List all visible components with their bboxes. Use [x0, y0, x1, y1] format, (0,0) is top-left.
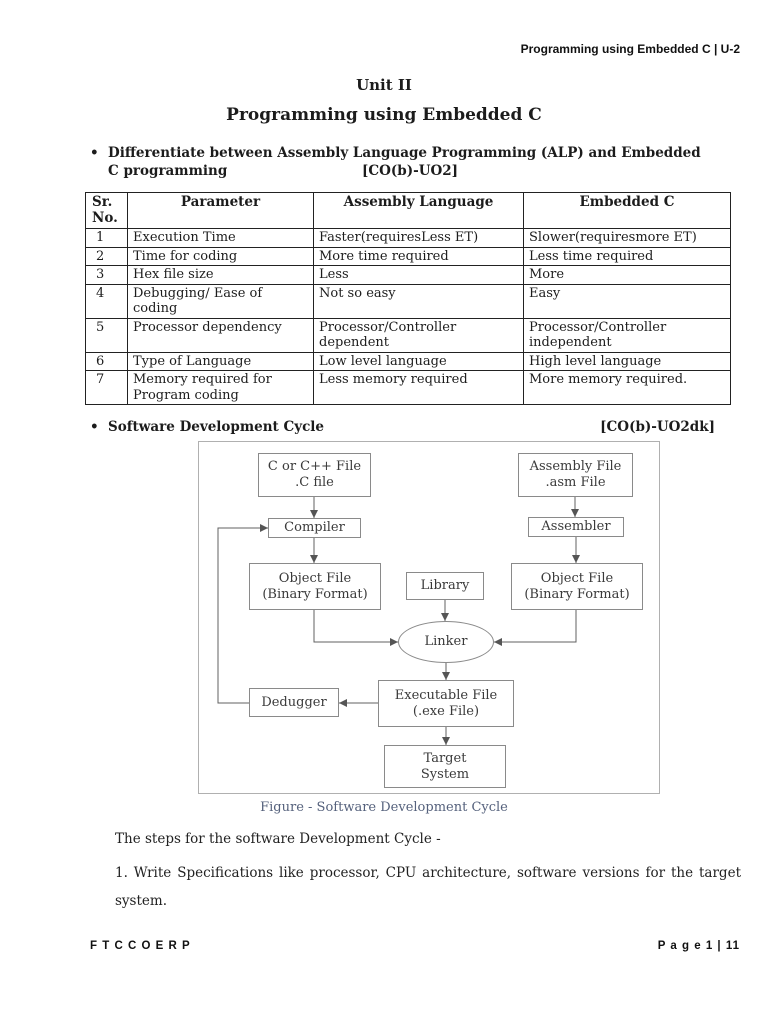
alp-vs-embedded-c-table: Sr. No. Parameter Assembly Language Embe…	[85, 192, 731, 405]
bullet-dot	[90, 418, 108, 436]
table-cell: 5	[85, 317, 128, 353]
bullet-differentiate: Differentiate between Assembly Language …	[90, 144, 740, 180]
bullet-software-development-cycle: Software Development Cycle [CO(b)-UO2dk]	[90, 418, 715, 436]
col-header-embedded-c: Embedded C	[523, 192, 731, 229]
table-cell: More memory required.	[523, 370, 731, 405]
table-row: 1 Execution Time Faster(requiresLess ET)…	[85, 228, 731, 248]
page-title: Programming using Embedded C	[226, 105, 542, 125]
col-header-sr-no: Sr. No.	[85, 192, 128, 229]
table-cell: Less memory required	[313, 370, 524, 405]
node-c-file: C or C++ File .C file	[258, 453, 371, 497]
table-cell: Processor/Controller dependent	[313, 317, 524, 353]
table-cell: Hex file size	[127, 265, 314, 285]
table-cell: Less	[313, 265, 524, 285]
node-assembly-file: Assembly File .asm File	[518, 453, 633, 497]
footer-org: F T C C O E R P	[90, 940, 191, 952]
node-library: Library	[406, 572, 484, 600]
node-target-system: Target System	[384, 745, 506, 788]
node-object-file-right: Object File (Binary Format)	[511, 563, 643, 610]
col-header-parameter: Parameter	[127, 192, 314, 229]
table-row: 3 Hex file size Less More	[85, 265, 731, 285]
table-cell: Faster(requiresLess ET)	[313, 228, 524, 248]
table-cell: 3	[85, 265, 128, 285]
table-cell: More time required	[313, 246, 524, 266]
figure-caption: Figure - Software Development Cycle	[260, 800, 508, 815]
arrow-objright-to-linker	[494, 610, 577, 646]
table-cell: 4	[85, 283, 128, 319]
bullet-sdc-text: Software Development Cycle	[108, 419, 325, 435]
node-assembler: Assembler	[528, 517, 624, 537]
table-cell: 6	[85, 351, 128, 371]
node-object-file-left: Object File (Binary Format)	[249, 563, 381, 610]
page-header: Programming using Embedded C | U-2	[520, 42, 740, 56]
arrow-objleft-to-linker	[313, 610, 398, 646]
table-header-row: Sr. No. Parameter Assembly Language Embe…	[85, 192, 731, 229]
table-row: 6 Type of Language Low level language Hi…	[85, 351, 731, 371]
table-cell: High level language	[523, 351, 731, 371]
footer-page-number: P a g e 1 | 11	[657, 940, 740, 952]
table-cell: More	[523, 265, 731, 285]
table-cell: 2	[85, 246, 128, 266]
arrow-debugger-to-compiler-feedback	[217, 524, 268, 704]
paragraph-step-1: 1. Write Specifications like processor, …	[115, 865, 741, 909]
bullet-differentiate-body: Differentiate between Assembly Language …	[108, 144, 740, 180]
table-row: 4 Debugging/ Ease of coding Not so easy …	[85, 283, 731, 319]
table-cell: Slower(requiresmore ET)	[523, 228, 731, 248]
paragraph-steps-intro: The steps for the software Development C…	[115, 831, 441, 847]
table-cell: 1	[85, 228, 128, 248]
table-cell: Processor dependency	[127, 317, 314, 353]
table-cell: 7	[85, 370, 128, 405]
page-footer: F T C C O E R P P a g e 1 | 11	[90, 940, 740, 952]
node-debugger: Dedugger	[249, 688, 339, 717]
node-compiler: Compiler	[268, 518, 361, 538]
table-cell: Not so easy	[313, 283, 524, 319]
table-cell: Easy	[523, 283, 731, 319]
table-cell: Low level language	[313, 351, 524, 371]
col-header-assembly-language: Assembly Language	[313, 192, 524, 229]
table-cell: Execution Time	[127, 228, 314, 248]
table-cell: Processor/Controller independent	[523, 317, 731, 353]
table-cell: Debugging/ Ease of coding	[127, 283, 314, 319]
node-linker: Linker	[398, 621, 494, 663]
bullet-dot	[90, 144, 108, 180]
software-development-cycle-diagram: C or C++ File .C file Assembly File .asm…	[198, 441, 660, 794]
table-cell: Memory required for Program coding	[127, 370, 314, 405]
bullet-sdc-body: Software Development Cycle [CO(b)-UO2dk]	[108, 418, 715, 436]
table-row: 5 Processor dependency Processor/Control…	[85, 317, 731, 353]
diagram-arrows	[217, 497, 580, 745]
table-row: 2 Time for coding More time required Les…	[85, 246, 731, 266]
table-cell: Time for coding	[127, 246, 314, 266]
table-row: 7 Memory required for Program coding Les…	[85, 370, 731, 405]
node-executable-file: Executable File (.exe File)	[378, 680, 514, 727]
bullet-differentiate-text: Differentiate between Assembly Language …	[108, 145, 701, 179]
co-tag-uo2dk: [CO(b)-UO2dk]	[600, 419, 715, 435]
co-tag-uo2: [CO(b)-UO2]	[362, 163, 459, 179]
unit-title: Unit II	[356, 76, 412, 94]
table-cell: Less time required	[523, 246, 731, 266]
table-cell: Type of Language	[127, 351, 314, 371]
